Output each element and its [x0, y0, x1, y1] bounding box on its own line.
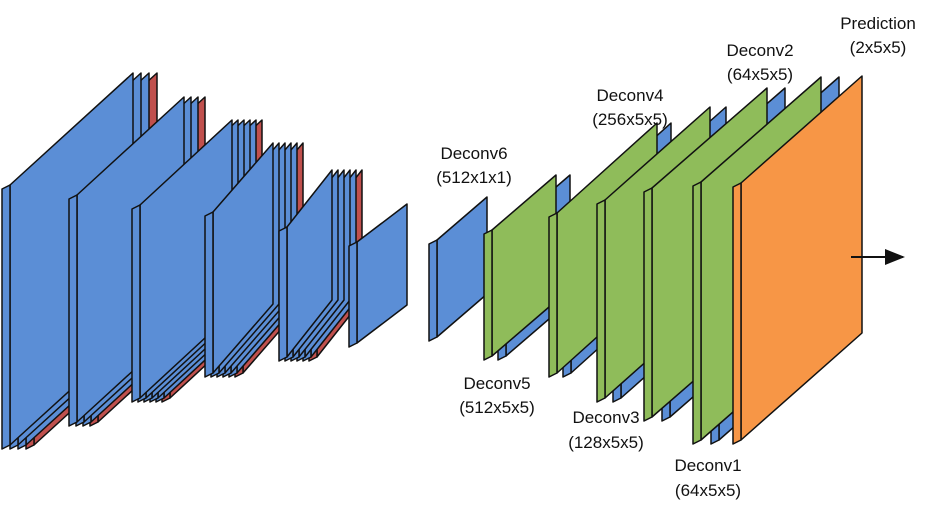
- encoder-output-group: [348, 203, 408, 348]
- layer-stack: [1, 72, 863, 450]
- deconv1-shape: (64x5x5): [675, 481, 741, 500]
- prediction-group: [732, 75, 863, 445]
- deconv5-name: Deconv5: [463, 374, 530, 393]
- prediction-name: Prediction: [840, 14, 916, 33]
- deconv3-name: Deconv3: [572, 408, 639, 427]
- deconv2-name: Deconv2: [726, 41, 793, 60]
- prediction-prediction-edge: [732, 182, 742, 445]
- deconv5-norm-edge: [483, 229, 493, 361]
- encoder-output-conv-edge: [348, 241, 358, 348]
- deconv1-norm-edge: [692, 181, 702, 445]
- encoder-block-3-conv-edge: [131, 204, 141, 403]
- deconv4-shape: (256x5x5): [592, 110, 668, 129]
- deconv6-shape: (512x1x1): [436, 168, 512, 187]
- encoder-block-5-conv-edge: [278, 226, 288, 362]
- encoder-block-1-conv-edge: [1, 184, 11, 450]
- deconv3-shape: (128x5x5): [568, 433, 644, 452]
- deconv3-norm-edge: [596, 199, 606, 403]
- deconv5-shape: (512x5x5): [459, 398, 535, 417]
- encoder-block-2-conv-edge: [68, 194, 78, 427]
- deconv2-norm-edge: [643, 187, 653, 422]
- deconv2-shape: (64x5x5): [727, 65, 793, 84]
- encoder-block-4-conv-edge: [204, 211, 214, 378]
- deconv5-norm-layer: [491, 174, 557, 357]
- encoder-output-conv-layer: [356, 203, 408, 344]
- deconv1-name: Deconv1: [674, 456, 741, 475]
- deconv6-conv-edge: [428, 239, 438, 342]
- deconv6-group: [428, 196, 488, 342]
- deconv4-norm-edge: [548, 212, 558, 378]
- deconv4-name: Deconv4: [596, 86, 663, 105]
- deconv6-conv-layer: [436, 196, 488, 338]
- prediction-shape: (2x5x5): [850, 38, 907, 57]
- encoder-block-4-group: [204, 142, 304, 378]
- deconv6-name: Deconv6: [440, 144, 507, 163]
